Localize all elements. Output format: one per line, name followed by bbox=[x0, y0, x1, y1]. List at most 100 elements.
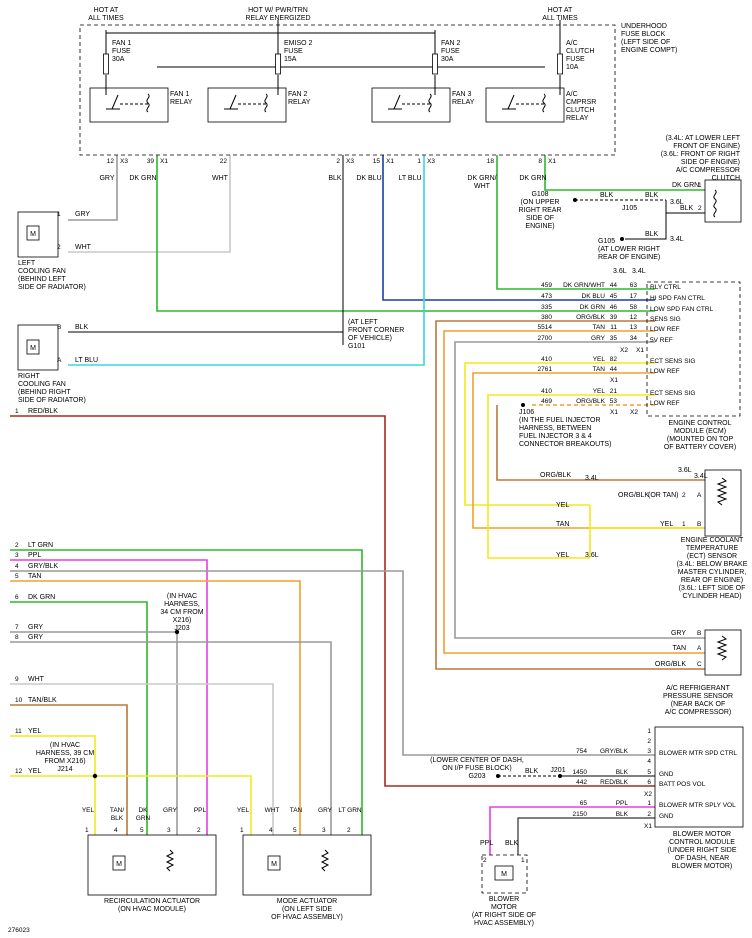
left-pin-7: 7 bbox=[15, 624, 19, 631]
ect-or-tan: (OR TAN) bbox=[648, 492, 678, 499]
ac-clutch-pin2: 2 bbox=[698, 205, 702, 212]
ecm-p2-1: 17 bbox=[630, 293, 638, 300]
ecm-circ-0: 459 bbox=[541, 282, 552, 289]
left-pin-wire-8: GRY bbox=[28, 634, 43, 641]
j201-splice-icon bbox=[558, 774, 562, 778]
left-pin-5: 5 bbox=[15, 573, 19, 580]
bmcm-func-3: BATT POS VOL bbox=[659, 781, 706, 788]
left-pin-wire-2: LT GRN bbox=[28, 542, 53, 549]
ecm-p1-0: 44 bbox=[610, 282, 618, 289]
left-pin-wire-10: TAN/BLK bbox=[28, 697, 57, 704]
ecm-func-9: LOW REF bbox=[650, 400, 680, 407]
recirc-motor-m: M bbox=[116, 861, 122, 868]
wire-gry-8 bbox=[10, 641, 332, 835]
ecm-conn-x2a: X2 bbox=[620, 347, 628, 354]
ect-pin2: 2 bbox=[682, 492, 686, 499]
ecm-p2-3: 12 bbox=[630, 314, 638, 321]
wire-dkgrnwht-ecm bbox=[496, 155, 655, 290]
bmcm-circ-2: 1450 bbox=[573, 769, 588, 776]
left-fan-pin2: 2 bbox=[57, 244, 61, 251]
j203-splice-icon bbox=[174, 629, 180, 635]
recirc-pin-4: 2 bbox=[197, 827, 201, 834]
bmcm-func-4: BLOWER MTR SPLY VOL bbox=[659, 802, 736, 809]
ect-tan: TAN bbox=[556, 521, 569, 528]
fuse-pin-8: 8 bbox=[538, 158, 542, 165]
bmcm-pin-3: 6 bbox=[647, 779, 651, 786]
mode-pin-0: 1 bbox=[240, 827, 244, 834]
recirc-wire-0: YEL bbox=[82, 807, 95, 814]
ac-clutch-pin1: 1 bbox=[698, 182, 702, 189]
left-fan-box bbox=[17, 211, 59, 258]
recirc-pin-0: 1 bbox=[85, 827, 89, 834]
mode-motor-m: M bbox=[271, 861, 277, 868]
relay-1-symbol bbox=[106, 93, 150, 113]
relay-2-box bbox=[207, 87, 287, 123]
ect-box bbox=[704, 469, 742, 537]
ecm-wire-3: ORG/BLK bbox=[576, 314, 606, 321]
ecm-p1-9: 53 bbox=[610, 398, 618, 405]
ecm-func-6: ECT SENS SIG bbox=[650, 358, 695, 365]
recirc-pin-1: 4 bbox=[114, 827, 118, 834]
relay-3-symbol bbox=[388, 93, 432, 113]
recirc-motor-icon bbox=[112, 855, 126, 871]
fuse-conn-3: X3 bbox=[346, 158, 354, 165]
left-pin-wire-9: WHT bbox=[28, 676, 45, 683]
ac-clutch-coil-icon bbox=[713, 189, 717, 218]
ecm-circ-2: 335 bbox=[541, 304, 552, 311]
ecm-conn-x1b: X1 bbox=[610, 377, 618, 384]
relay-2-symbol bbox=[224, 93, 268, 113]
ect-e36b: 3.6L bbox=[585, 552, 599, 559]
bmcm-wire-5: BLK bbox=[616, 811, 629, 818]
ecm-wire-7: TAN bbox=[592, 366, 605, 373]
bmcm-func-0: BLOWER MTR SPD CTRL bbox=[659, 750, 737, 757]
top-wire-6: DK GRN/WHT bbox=[467, 175, 496, 190]
ecm-wire-0: DK GRN/WHT bbox=[563, 282, 605, 289]
left-fan-motor-icon bbox=[26, 225, 40, 241]
wire-ltgrn bbox=[10, 549, 363, 835]
right-fan-pinB-wire: BLK bbox=[75, 324, 89, 331]
bmcm-func-5: GND bbox=[659, 813, 674, 820]
wire-yel-ect1 bbox=[464, 362, 655, 506]
fuse-conn-5: X3 bbox=[427, 158, 435, 165]
right-fan-pinA: A bbox=[57, 357, 62, 364]
g203-label: (LOWER CENTER OF DASH,ON I/P FUSE BLOCK)… bbox=[430, 757, 524, 780]
wire-redblk bbox=[10, 415, 655, 787]
relay-3-box bbox=[371, 87, 451, 123]
ecm-p1-5: 35 bbox=[610, 335, 618, 342]
ect-pin1: 1 bbox=[682, 521, 686, 528]
left-pin-wire-6: DK GRN bbox=[28, 594, 55, 601]
relay-4-box bbox=[485, 87, 565, 123]
engine-36-clutch: 3.6L bbox=[670, 199, 684, 206]
wire-orgblk-sens bbox=[435, 320, 705, 670]
g105-ground-icon bbox=[620, 237, 624, 241]
left-pin-wire-1: RED/BLK bbox=[28, 408, 58, 415]
left-pin-9: 9 bbox=[15, 676, 19, 683]
wire-wht-left-fan bbox=[68, 155, 231, 253]
blower-w2: BLK bbox=[505, 840, 519, 847]
wire-dkgrn-ecm bbox=[156, 155, 655, 312]
fuse-pin-12: 12 bbox=[107, 158, 115, 165]
ecm-wire-4: TAN bbox=[592, 324, 605, 331]
ecm-circ-4: 5514 bbox=[538, 324, 553, 331]
wire-ppl bbox=[10, 559, 208, 835]
recirc-wire-3: GRY bbox=[163, 807, 178, 814]
ecm-circ-1: 473 bbox=[541, 293, 552, 300]
right-fan-pinB: B bbox=[57, 324, 61, 331]
blk-label-3: BLK bbox=[645, 231, 659, 238]
ecm-circ-3: 380 bbox=[541, 314, 552, 321]
wire-blk-g101 bbox=[68, 155, 344, 345]
ect-yel-1: YEL bbox=[556, 502, 569, 509]
left-pin-2: 2 bbox=[15, 542, 19, 549]
blower-w1: PPL bbox=[480, 840, 493, 847]
wire-dkgrn-6 bbox=[10, 601, 148, 835]
left-pin-1: 1 bbox=[15, 408, 19, 415]
ecm-col-34: 3.4L bbox=[632, 268, 646, 275]
